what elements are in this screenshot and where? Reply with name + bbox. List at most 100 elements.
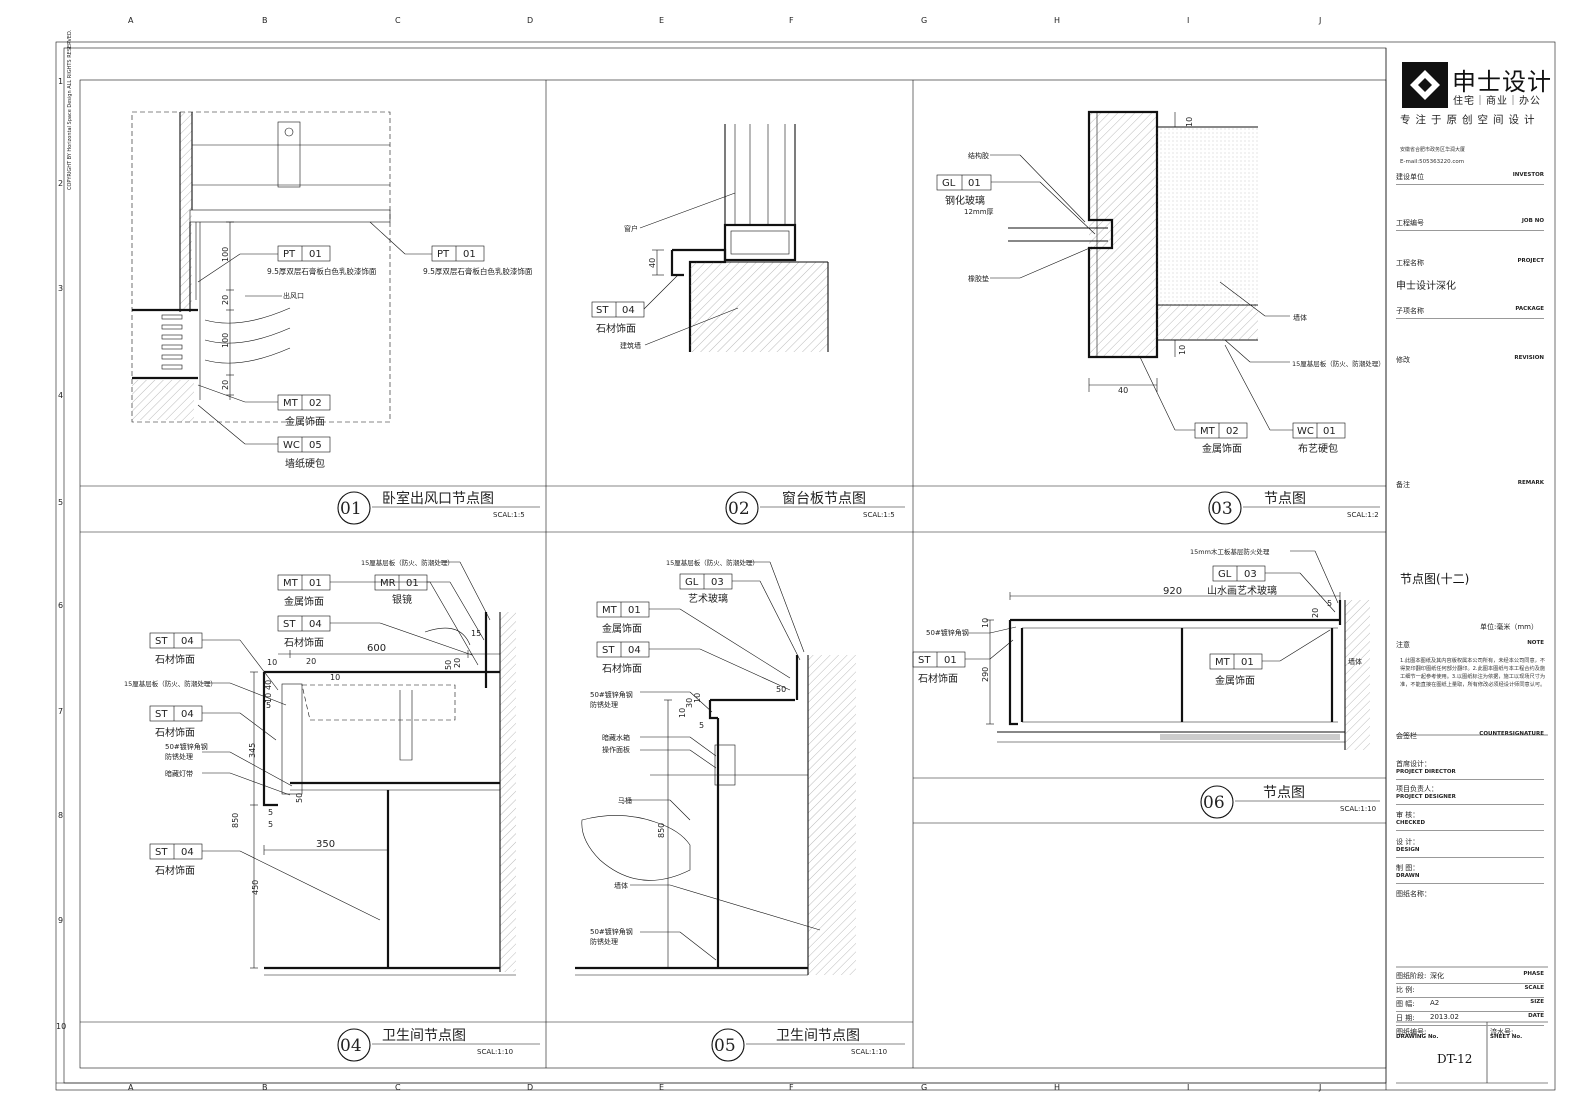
brand-slogan: 专注于原创空间设计 bbox=[1400, 114, 1540, 126]
svg-text:SCAL:1:10: SCAL:1:10 bbox=[1340, 805, 1376, 813]
svg-text:E: E bbox=[659, 1083, 664, 1092]
svg-text:12mm厚: 12mm厚 bbox=[964, 208, 994, 216]
svg-text:100: 100 bbox=[221, 247, 230, 262]
svg-text:A: A bbox=[128, 1083, 134, 1092]
svg-text:345: 345 bbox=[248, 743, 257, 758]
svg-text:850: 850 bbox=[657, 823, 666, 838]
svg-text:SCAL:1:5: SCAL:1:5 bbox=[863, 511, 895, 519]
svg-text:01: 01 bbox=[1323, 426, 1336, 437]
svg-text:金属饰面: 金属饰面 bbox=[285, 415, 325, 428]
svg-text:3: 3 bbox=[58, 284, 63, 293]
svg-text:01: 01 bbox=[309, 578, 322, 589]
tb-staff-drawing-name: 图纸名称： bbox=[1396, 890, 1431, 898]
svg-text:E: E bbox=[659, 16, 664, 25]
svg-text:04: 04 bbox=[340, 1036, 362, 1056]
tb-staff-checked: 审 核：CHECKED bbox=[1396, 808, 1544, 831]
brand-logo-icon bbox=[1402, 62, 1448, 108]
grid-row-labels: 1 2 3 4 5 6 7 8 9 10 bbox=[56, 77, 66, 1031]
svg-text:H: H bbox=[1054, 1083, 1060, 1092]
svg-text:金属饰面: 金属饰面 bbox=[284, 595, 324, 608]
svg-text:GL: GL bbox=[685, 577, 699, 588]
svg-text:4: 4 bbox=[58, 391, 63, 400]
svg-text:J: J bbox=[1318, 1083, 1321, 1092]
svg-text:15mm木工板基层防火处理: 15mm木工板基层防火处理 bbox=[1190, 547, 1270, 556]
svg-text:04: 04 bbox=[628, 645, 641, 656]
svg-text:ST: ST bbox=[155, 636, 168, 647]
svg-text:01: 01 bbox=[628, 605, 641, 616]
svg-text:F: F bbox=[789, 16, 794, 25]
svg-text:15厘基层板（防火、防潮处理）: 15厘基层板（防火、防潮处理） bbox=[361, 558, 454, 567]
svg-text:02: 02 bbox=[1226, 426, 1239, 437]
svg-text:B: B bbox=[262, 1083, 268, 1092]
svg-text:ST: ST bbox=[596, 305, 609, 316]
svg-text:SCAL:1:10: SCAL:1:10 bbox=[477, 1048, 513, 1056]
brand-name: 申士设计 bbox=[1452, 68, 1552, 96]
svg-text:石材饰面: 石材饰面 bbox=[602, 662, 642, 675]
svg-text:02: 02 bbox=[728, 499, 750, 519]
svg-text:03: 03 bbox=[711, 577, 724, 588]
svg-text:05: 05 bbox=[309, 440, 322, 451]
titleblock-lines bbox=[1396, 734, 1548, 1084]
svg-text:10: 10 bbox=[267, 658, 277, 667]
svg-text:C: C bbox=[395, 16, 401, 25]
svg-text:1: 1 bbox=[58, 77, 63, 86]
tb-staff-designer: 项目负责人：PROJECT DESIGNER bbox=[1396, 782, 1544, 805]
svg-text:金属饰面: 金属饰面 bbox=[602, 622, 642, 635]
svg-text:节点图: 节点图 bbox=[1264, 491, 1306, 507]
svg-text:7: 7 bbox=[58, 707, 63, 716]
svg-text:墙体: 墙体 bbox=[1293, 313, 1307, 322]
brand-subtitle: 住宅｜商业｜办公 bbox=[1453, 96, 1541, 107]
svg-text:15: 15 bbox=[471, 629, 481, 638]
svg-text:50: 50 bbox=[295, 793, 304, 803]
svg-text:PT: PT bbox=[283, 249, 296, 260]
svg-text:G: G bbox=[921, 1083, 927, 1092]
svg-text:5: 5 bbox=[58, 498, 63, 507]
svg-text:A: A bbox=[128, 16, 134, 25]
svg-text:920: 920 bbox=[1163, 586, 1182, 597]
svg-text:银镜: 银镜 bbox=[392, 593, 412, 606]
svg-text:10: 10 bbox=[678, 708, 687, 718]
svg-text:30: 30 bbox=[685, 698, 694, 708]
svg-text:操作面板: 操作面板 bbox=[602, 745, 630, 754]
outer-frame bbox=[55, 41, 1556, 1091]
company-email: E-mail:505363220.com bbox=[1400, 159, 1465, 165]
svg-text:石材饰面: 石材饰面 bbox=[155, 864, 195, 877]
sheet-title: 节点图(十二) bbox=[1400, 572, 1470, 586]
svg-text:15厘基层板（防火、防潮处理）: 15厘基层板（防火、防潮处理） bbox=[666, 558, 759, 567]
svg-text:8: 8 bbox=[58, 811, 63, 820]
svg-text:50#镀锌角钢: 50#镀锌角钢 bbox=[926, 628, 969, 637]
svg-text:MR: MR bbox=[380, 578, 396, 589]
unit-note: 单位:毫米（mm） bbox=[1480, 623, 1538, 631]
company-address: 安徽省合肥市政务区华润大厦 bbox=[1400, 147, 1466, 153]
svg-text:石材饰面: 石材饰面 bbox=[155, 726, 195, 739]
svg-text:15厘基层板（防火、防潮处理）: 15厘基层板（防火、防潮处理） bbox=[1292, 359, 1385, 368]
svg-text:SCAL:1:10: SCAL:1:10 bbox=[851, 1048, 887, 1056]
svg-text:03: 03 bbox=[1244, 569, 1257, 580]
svg-text:暗藏灯带: 暗藏灯带 bbox=[165, 769, 193, 778]
svg-text:04: 04 bbox=[181, 709, 194, 720]
svg-text:卧室出风口节点图: 卧室出风口节点图 bbox=[382, 490, 494, 507]
svg-text:窗台板节点图: 窗台板节点图 bbox=[782, 490, 866, 507]
svg-text:防锈处理: 防锈处理 bbox=[590, 700, 618, 709]
svg-text:橡胶垫: 橡胶垫 bbox=[968, 274, 989, 283]
svg-text:MT: MT bbox=[602, 605, 618, 616]
svg-text:5: 5 bbox=[268, 820, 273, 829]
svg-text:04: 04 bbox=[309, 619, 322, 630]
svg-text:MT: MT bbox=[1215, 657, 1231, 668]
svg-text:结构胶: 结构胶 bbox=[968, 151, 989, 160]
svg-text:墙体: 墙体 bbox=[1348, 657, 1362, 666]
svg-text:SCAL:1:2: SCAL:1:2 bbox=[1347, 511, 1379, 519]
svg-text:06: 06 bbox=[1203, 793, 1225, 813]
detail-title-02: 02 窗台板节点图 SCAL:1:5 bbox=[725, 490, 905, 525]
tb-row-flow: 流水号:SHEET No. bbox=[1490, 1028, 1523, 1040]
svg-text:艺术玻璃: 艺术玻璃 bbox=[688, 592, 728, 605]
svg-text:窗户: 窗户 bbox=[624, 224, 638, 233]
